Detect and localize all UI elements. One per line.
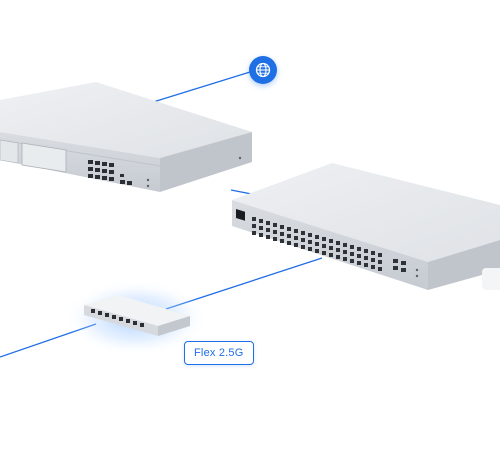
flex-switch-device[interactable] [64,280,208,356]
flex-switch-top-surface [84,295,190,326]
gateway-device[interactable] [0,82,252,192]
gateway-side-face [160,132,252,192]
gateway-port-group [88,160,132,185]
flex-switch-label[interactable]: Flex 2.5G [184,341,254,365]
gateway-drive-bay [21,142,67,173]
flex-switch-port-row [91,309,144,327]
core-switch-side-face [428,240,500,290]
core-switch-top-surface [232,163,500,262]
core-switch-device[interactable] [232,163,500,290]
link-gateway-internet [149,71,251,104]
core-switch-label[interactable] [482,268,500,290]
flex-switch-side-face [158,316,190,336]
core-switch-port-row [252,217,406,272]
internet-badge[interactable] [249,56,277,84]
gateway-top-surface [0,82,252,158]
globe-icon [255,62,271,78]
